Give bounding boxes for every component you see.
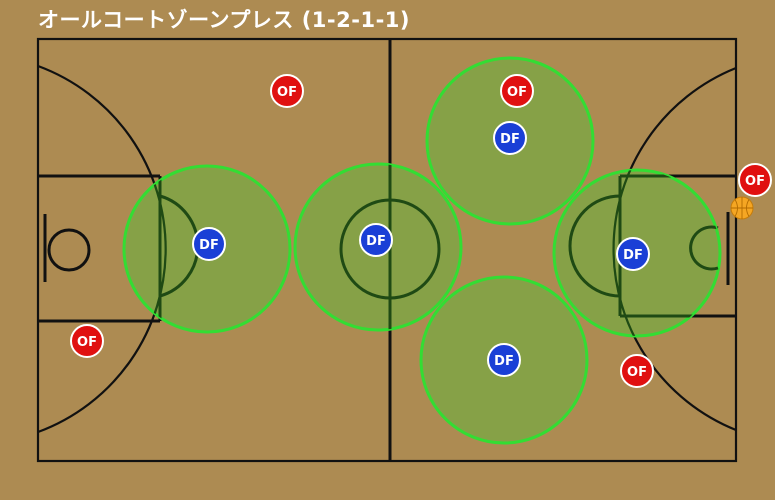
left-hoop — [47, 228, 91, 272]
offense-player-marker: OF — [270, 74, 304, 108]
defense-player-marker: DF — [359, 223, 393, 257]
svg-text:OF: OF — [507, 85, 527, 100]
svg-text:DF: DF — [199, 238, 219, 253]
svg-text:DF: DF — [623, 248, 643, 263]
svg-text:OF: OF — [627, 365, 647, 380]
svg-text:OF: OF — [77, 335, 97, 350]
defense-player-marker: DF — [487, 343, 521, 377]
offense-player-marker: OF — [500, 74, 534, 108]
svg-text:DF: DF — [500, 132, 520, 147]
diagram-title: オールコートゾーンプレス (1-2-1-1) — [38, 8, 410, 32]
basketball-icon — [730, 196, 754, 220]
defense-player-marker: DF — [493, 121, 527, 155]
defense-players: DF DF DF DF DF — [192, 121, 650, 377]
court-boundary — [36, 37, 738, 463]
offense-player-marker: OF — [620, 354, 654, 388]
svg-text:OF: OF — [745, 174, 765, 189]
defense-player-marker: DF — [192, 227, 226, 261]
svg-text:DF: DF — [494, 354, 514, 369]
svg-text:OF: OF — [277, 85, 297, 100]
offense-players: OF OF OF OF OF — [70, 74, 772, 388]
svg-text:DF: DF — [366, 234, 386, 249]
defense-player-marker: DF — [616, 237, 650, 271]
offense-player-marker: OF — [70, 324, 104, 358]
offense-player-marker: OF — [738, 163, 772, 197]
